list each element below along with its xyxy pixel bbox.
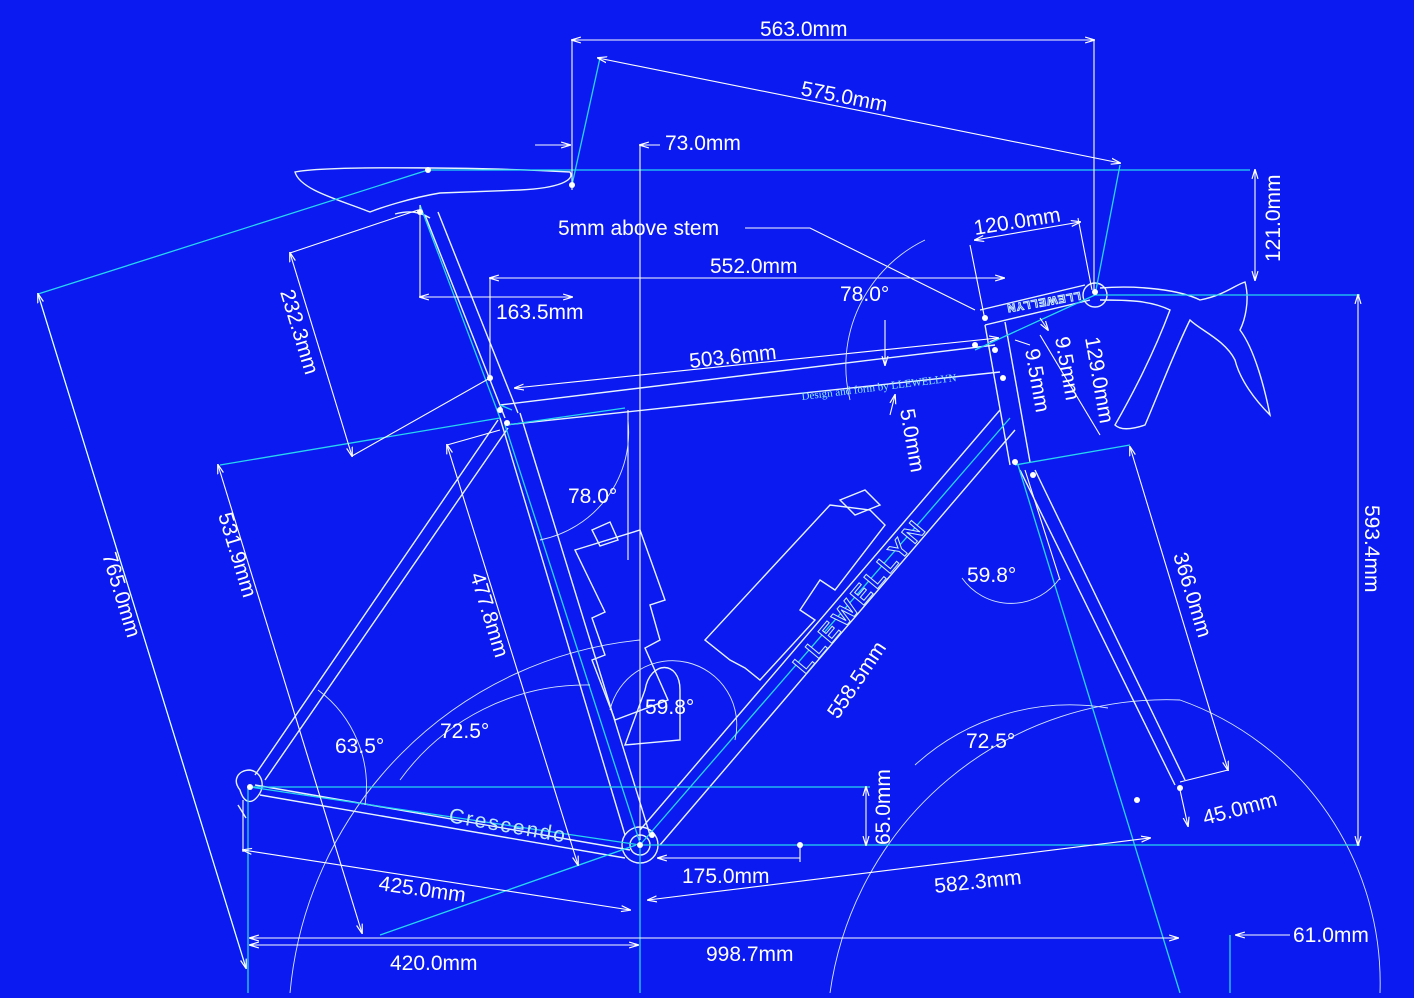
note-5mm-above-stem: 5mm above stem: [558, 217, 719, 240]
dim-drop-5: 5.0mm: [895, 407, 929, 474]
headtube-brand: LLEWELLYN: [1005, 289, 1081, 314]
dim-wheelbase-998: 998.7mm: [706, 943, 794, 966]
dimension-lines: [38, 40, 1358, 968]
dim-front-582: 582.3mm: [933, 866, 1022, 898]
angle-78-top: 78.0°: [840, 283, 889, 306]
dim-stack-593: 593.4mm: [1360, 505, 1383, 593]
dim-232: 232.3mm: [275, 287, 323, 377]
dim-121: 121.0mm: [1262, 174, 1285, 262]
angle-arcs: [317, 239, 1109, 806]
dim-seattube-477: 477.8mm: [465, 570, 513, 660]
dim-765: 765.0mm: [97, 550, 145, 640]
dim-trail-61: 61.0mm: [1293, 924, 1369, 947]
dim-toptube-503: 503.6mm: [688, 341, 777, 373]
angle-78-mid: 78.0°: [568, 485, 617, 508]
angle-59-bb: 59.8°: [645, 696, 694, 719]
dim-reach-563: 563.0mm: [760, 18, 848, 41]
dim-chainstay-425: 425.0mm: [377, 872, 467, 907]
angle-72-head: 72.5°: [966, 730, 1015, 753]
chainstay-model: Crescendo: [447, 804, 569, 847]
angle-59-head: 59.8°: [967, 564, 1016, 587]
dim-531: 531.9mm: [213, 510, 261, 600]
dim-575: 575.0mm: [799, 77, 889, 116]
dim-552: 552.0mm: [710, 255, 798, 278]
dim-bbdrop-65: 65.0mm: [872, 769, 895, 845]
angle-72-seat: 72.5°: [440, 720, 489, 743]
dim-rear-420: 420.0mm: [390, 952, 478, 975]
dim-163: 163.5mm: [496, 301, 584, 324]
dim-73: 73.0mm: [665, 132, 741, 155]
dimension-labels: 563.0mm 575.0mm 73.0mm 121.0mm 5mm above…: [97, 18, 1383, 975]
dim-spacer-9b: 9.5mm: [1020, 347, 1054, 414]
dim-spacer-9a: 9.5mm: [1050, 335, 1084, 402]
angle-63: 63.5°: [335, 735, 384, 758]
dim-stem-120: 120.0mm: [972, 204, 1062, 240]
dim-bb-175: 175.0mm: [682, 865, 770, 888]
toptube-signature: Design and form by LLEWELLYN: [801, 372, 957, 403]
joint-dots: [247, 167, 1183, 848]
dim-offset-45: 45.0mm: [1200, 788, 1279, 830]
